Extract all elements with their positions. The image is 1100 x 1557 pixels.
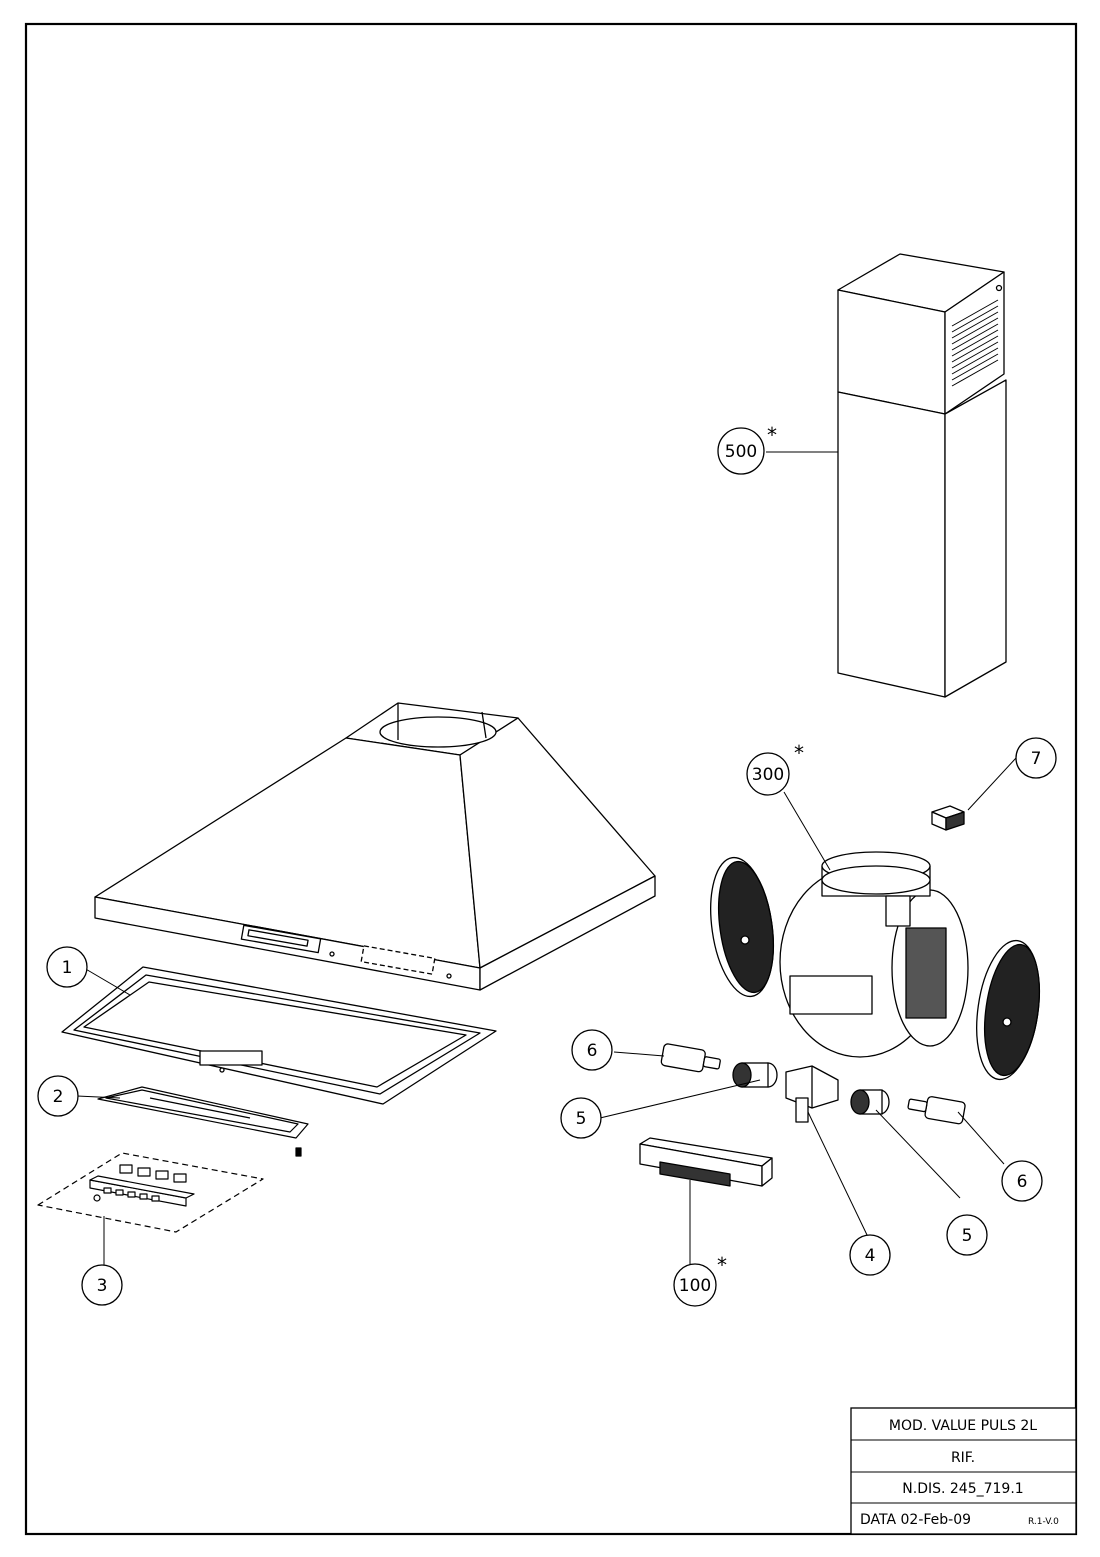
lamp-holder-bracket (785, 1065, 839, 1123)
svg-text:1: 1 (62, 958, 73, 978)
star-500: * (767, 423, 777, 447)
svg-text:3: 3 (97, 1276, 108, 1296)
title-rif: RIF. (951, 1450, 975, 1466)
callout-5-right: 5 (946, 1214, 988, 1256)
svg-text:4: 4 (865, 1246, 876, 1266)
title-revision: R.1-V.0 (1028, 1517, 1059, 1527)
callout-5-left: 5 (560, 1097, 602, 1139)
svg-text:2: 2 (53, 1087, 64, 1107)
sheet-border (24, 22, 1078, 1536)
hood-body (94, 702, 656, 991)
callout-100: 100 * (673, 1253, 727, 1307)
star-300: * (794, 741, 804, 765)
lamp-holders (732, 1062, 890, 1115)
motor-assembly (710, 851, 1040, 1081)
clip (931, 805, 965, 831)
svg-text:300: 300 (752, 765, 784, 785)
callout-6-left: 6 (571, 1029, 613, 1071)
title-date: DATA 02-Feb-09 (860, 1512, 971, 1528)
svg-text:6: 6 (587, 1041, 598, 1061)
callout-2: 2 (37, 1075, 79, 1117)
callout-3: 3 (81, 1264, 123, 1306)
svg-text:5: 5 (576, 1109, 587, 1129)
title-drawing-number: N.DIS. 245_719.1 (902, 1481, 1023, 1497)
svg-text:5: 5 (962, 1226, 973, 1246)
svg-text:6: 6 (1017, 1172, 1028, 1192)
title-block: MOD. VALUE PULS 2L RIF. N.DIS. 245_719.1… (850, 1407, 1077, 1535)
svg-text:100: 100 (679, 1276, 711, 1296)
leader-lines (76, 451, 1017, 1268)
control-module (639, 1137, 773, 1187)
grease-filter (61, 966, 497, 1105)
push-button-keyboard (37, 1152, 264, 1233)
svg-text:500: 500 (725, 442, 757, 462)
control-bracket (97, 1086, 309, 1157)
lamps (660, 1043, 966, 1125)
star-100: * (717, 1253, 727, 1277)
chimney (837, 253, 1007, 698)
callout-300: 300 * (746, 741, 804, 796)
svg-text:7: 7 (1031, 749, 1042, 769)
callout-7: 7 (1015, 737, 1057, 779)
callout-6-right: 6 (1001, 1160, 1043, 1202)
callout-1: 1 (46, 946, 88, 988)
title-model: MOD. VALUE PULS 2L (889, 1418, 1037, 1434)
callout-4: 4 (849, 1234, 891, 1276)
callout-500: 500 * (717, 423, 777, 475)
